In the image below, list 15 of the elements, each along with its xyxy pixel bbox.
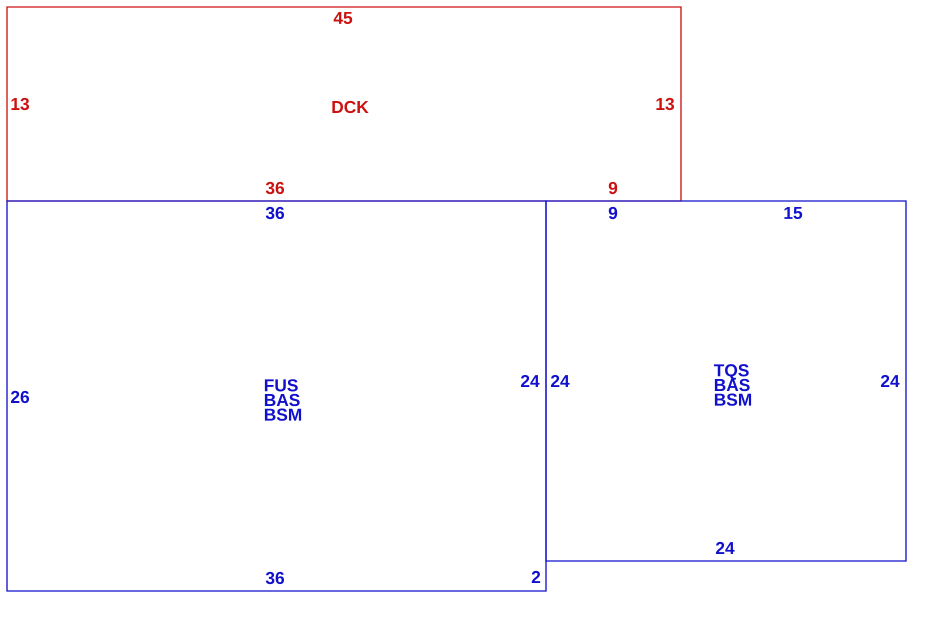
dimension-label: 26 xyxy=(10,390,30,404)
dimension-label: 24 xyxy=(880,374,900,388)
dimension-label: 36 xyxy=(266,206,284,220)
dimension-label: 36 xyxy=(266,182,284,194)
dimension-label: 36 xyxy=(266,572,284,584)
dimension-label: 24 xyxy=(716,542,735,554)
dimension-label: 13 xyxy=(11,98,30,110)
dimension-label: 24 xyxy=(550,374,570,388)
dimension-label: 2 xyxy=(532,570,540,584)
dimension-label: 13 xyxy=(656,98,674,110)
dimension-label: 9 xyxy=(608,182,618,194)
dimension-label: 24 xyxy=(520,374,540,388)
dimension-label: 9 xyxy=(608,206,618,220)
dimension-label: 15 xyxy=(784,206,802,220)
dimension-label: 45 xyxy=(334,12,352,24)
